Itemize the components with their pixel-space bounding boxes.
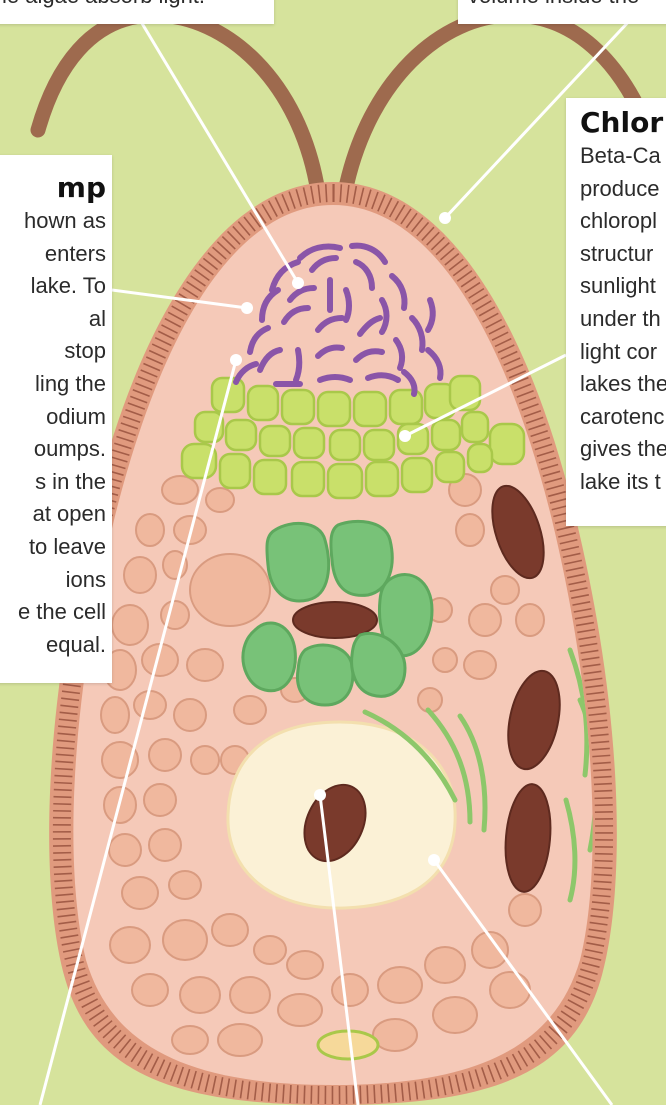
- callout-chloroplast-line: chloropl: [580, 205, 666, 238]
- callout-chloroplast-line: under th: [580, 303, 666, 336]
- callout-chloroplast-heading: Chlor: [580, 106, 666, 140]
- callout-chloroplast-line: produce: [580, 173, 666, 206]
- callout-chloroplast-line: structur: [580, 238, 666, 271]
- callout-pump-line: ling the: [0, 368, 106, 401]
- callout-pump-heading: mp: [0, 171, 106, 205]
- callout-chloroplast-line: light cor: [580, 336, 666, 369]
- callout-pump-line: stop: [0, 335, 106, 368]
- callout-top-right-text: volume inside the: [468, 0, 666, 13]
- callout-pump-line: s in the: [0, 466, 106, 499]
- callout-pump-line: lake. To: [0, 270, 106, 303]
- callout-chloroplast-line: lake its t: [580, 466, 666, 499]
- callout-pump-line: oumps.: [0, 433, 106, 466]
- callout-top-left: le algae absorb light.: [0, 0, 274, 24]
- callout-top-left-text: le algae absorb light.: [2, 0, 266, 13]
- callout-chloroplast-line: gives the: [580, 433, 666, 466]
- callout-chloroplast-line: carotenc: [580, 401, 666, 434]
- callout-chloroplast-line: Beta-Ca: [580, 140, 666, 173]
- callout-pump-line: odium: [0, 401, 106, 434]
- callout-pump-line: al: [0, 303, 106, 336]
- callout-pump-line: e the cell: [0, 596, 106, 629]
- callout-pump: mp hown as enters lake. To al stop ling …: [0, 155, 112, 683]
- callout-pump-line: hown as: [0, 205, 106, 238]
- callout-pump-line: ions: [0, 564, 106, 597]
- callout-pump-line: enters: [0, 238, 106, 271]
- callout-pump-line: at open: [0, 498, 106, 531]
- callout-chloroplast-line: sunlight: [580, 270, 666, 303]
- callout-top-right: volume inside the: [458, 0, 666, 24]
- callout-pump-line: to leave: [0, 531, 106, 564]
- callout-chloroplast: Chlor Beta-Ca produce chloropl structur …: [566, 98, 666, 526]
- callout-chloroplast-line: lakes the: [580, 368, 666, 401]
- callout-pump-line: equal.: [0, 629, 106, 662]
